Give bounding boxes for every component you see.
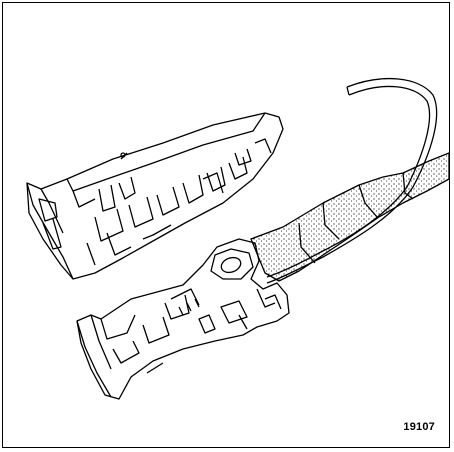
connector-cover <box>26 112 284 280</box>
figure-reference-number: 19107 <box>403 421 435 433</box>
wiring-harness <box>250 152 450 282</box>
figure-frame: 19107 <box>2 2 450 448</box>
loose-wire <box>266 77 438 284</box>
connector-body <box>76 238 290 400</box>
connector-illustration <box>26 77 450 400</box>
